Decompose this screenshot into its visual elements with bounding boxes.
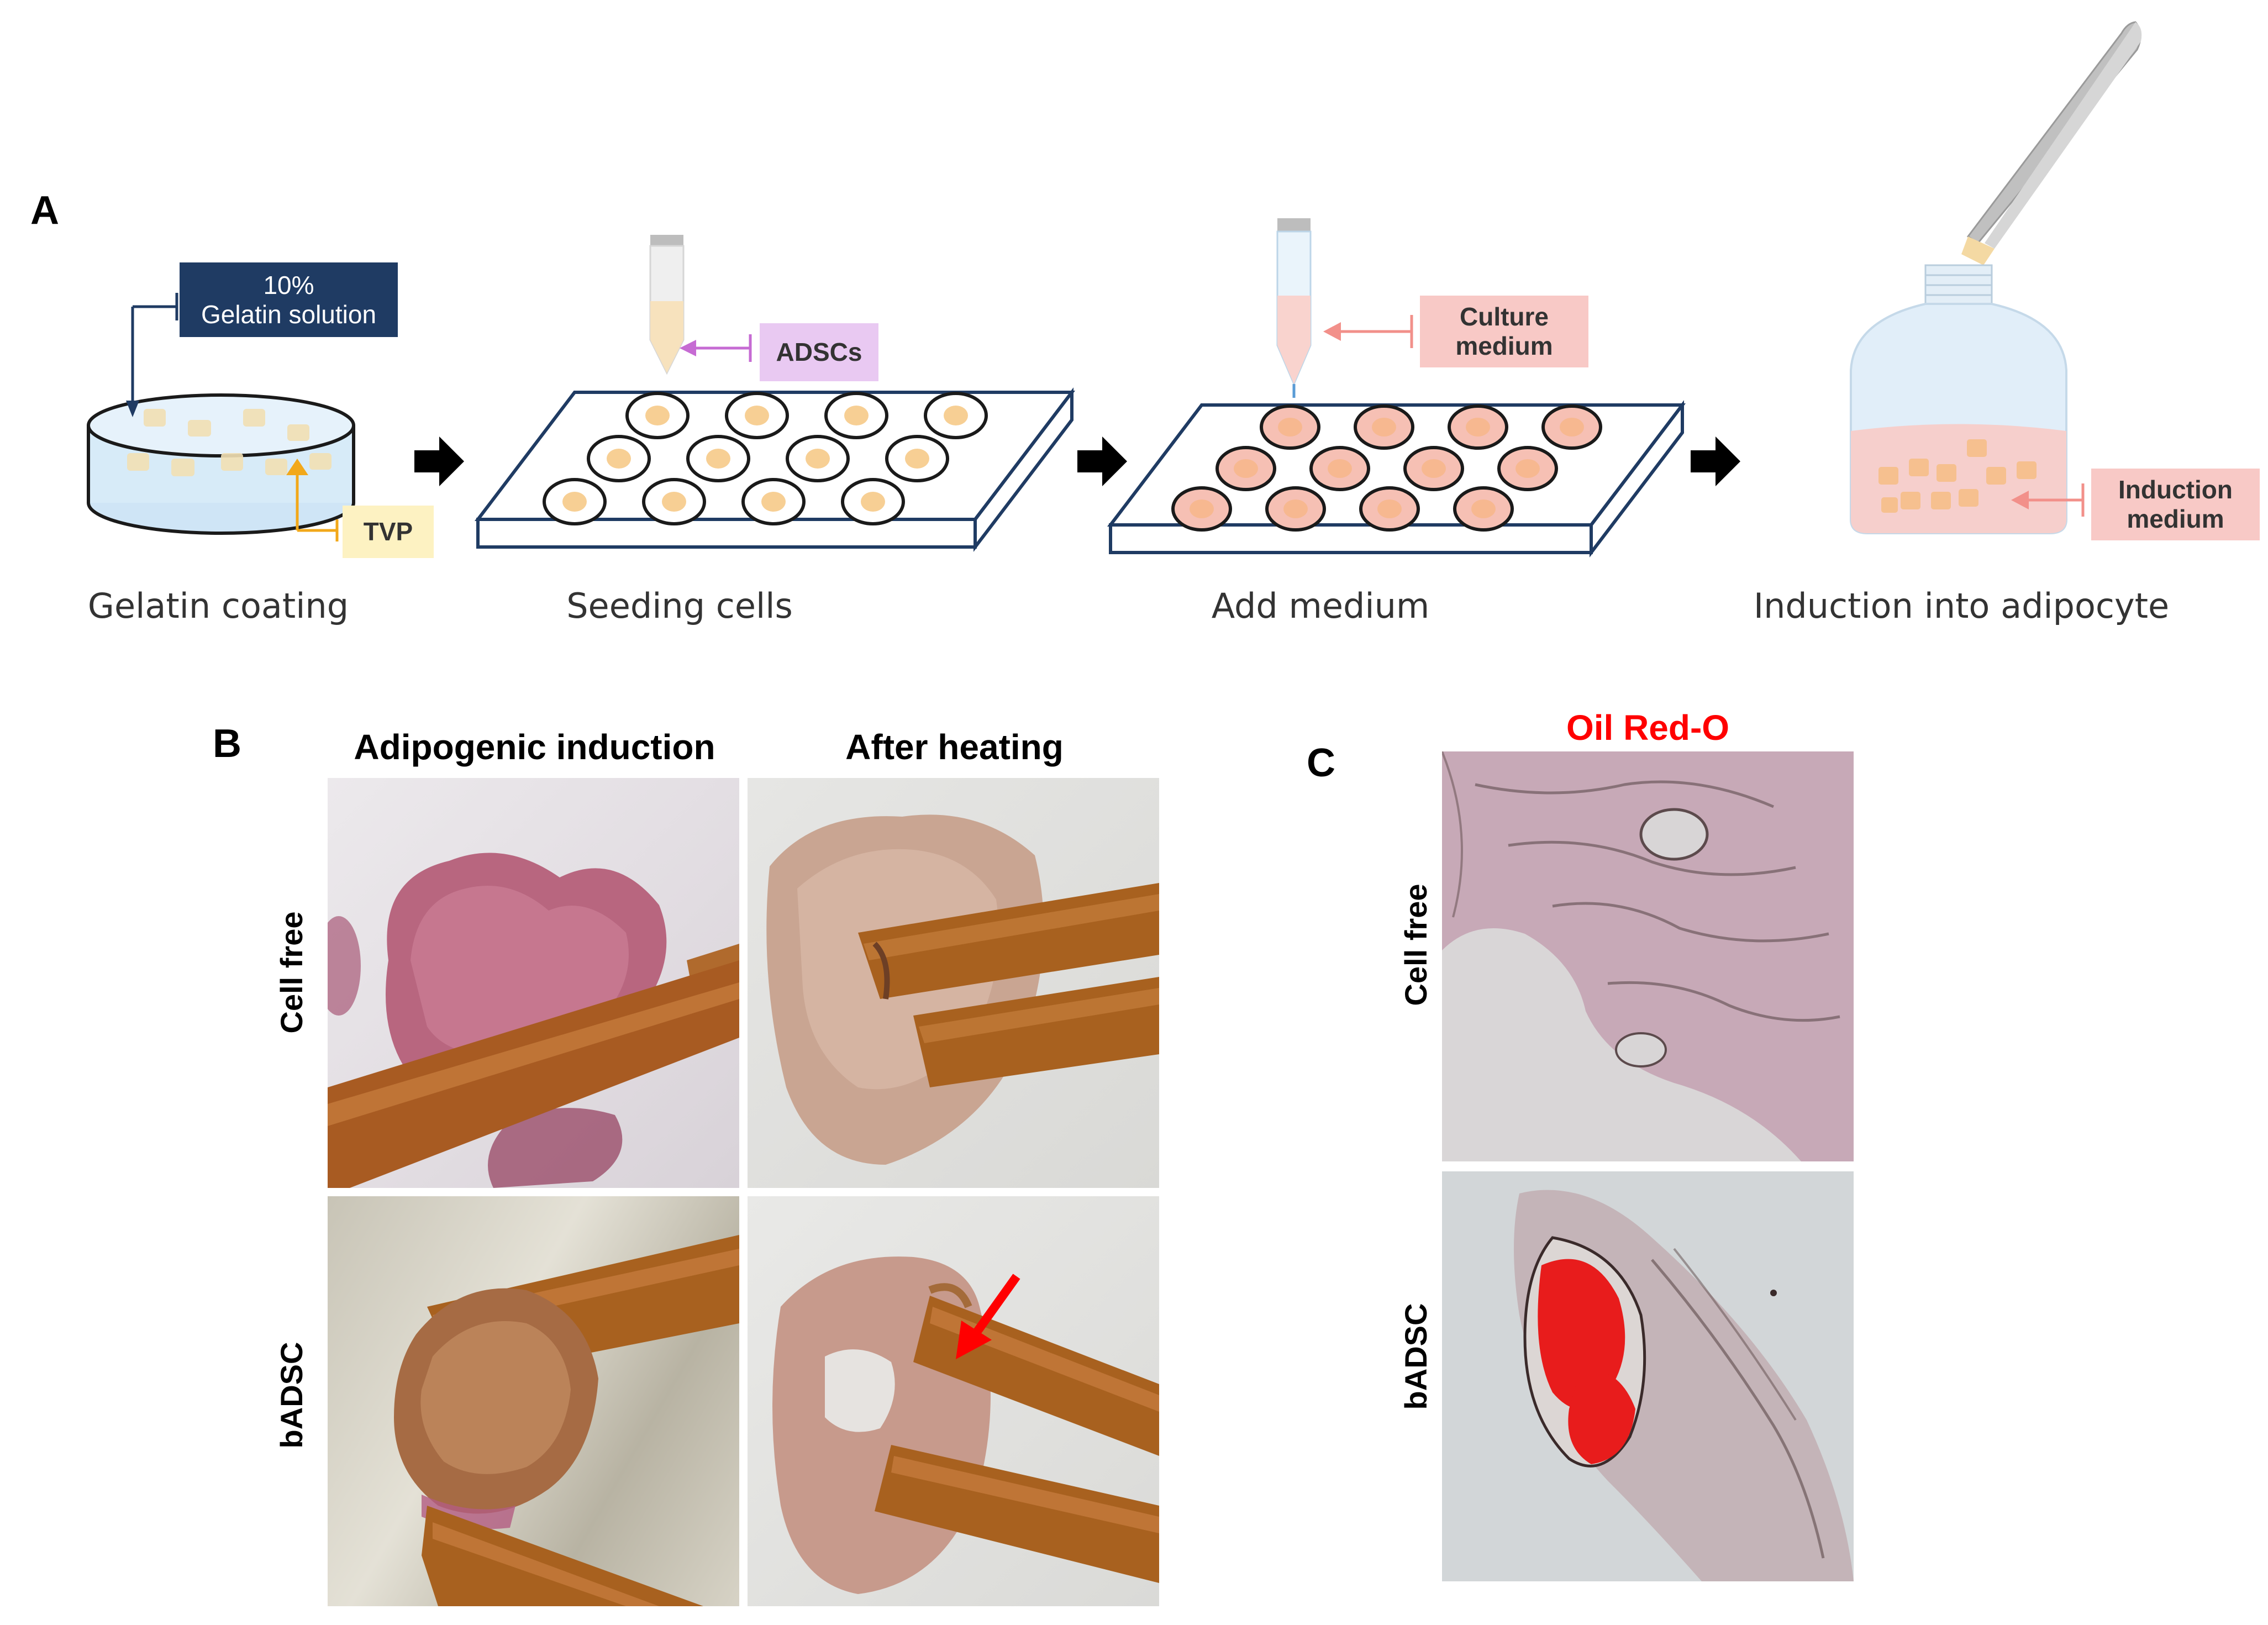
- pipette-tube-culture: [1276, 218, 1312, 398]
- adscs-callout: ADSCs: [760, 323, 878, 381]
- well-plate-seeding: [474, 387, 1076, 552]
- row-head-b-cell-free: Cell free: [274, 911, 309, 1034]
- step-arrow-1: [414, 437, 464, 486]
- induction-connector: [2011, 483, 2085, 517]
- col-head-adipogenic-induction: Adipogenic induction: [354, 727, 715, 767]
- gelatin-connector-line: [126, 293, 178, 417]
- culture-connector: [1323, 315, 1413, 348]
- gelatin-callout-line2: Gelatin solution: [201, 299, 377, 329]
- petri-dish-illustration: [87, 393, 355, 535]
- tvp-connector-line: [286, 459, 339, 541]
- microscopy-badsc: [1442, 1171, 1854, 1581]
- row-head-c-cell-free: Cell free: [1398, 884, 1433, 1006]
- culture-bottle-illustration: [1850, 264, 2067, 534]
- step-arrow-2: [1077, 437, 1127, 486]
- step-label-gelatin-coating: Gelatin coating: [87, 586, 349, 626]
- induction-callout-line2: medium: [2127, 504, 2224, 533]
- gelatin-solution-callout: 10% Gelatin solution: [180, 262, 398, 337]
- step-arrow-3: [1691, 437, 1740, 486]
- panel-letter-b: B: [213, 722, 241, 766]
- photo-badsc-heating: [748, 1196, 1159, 1606]
- culture-medium-callout: Culture medium: [1420, 296, 1588, 367]
- panel-letter-a: A: [30, 188, 59, 233]
- row-head-b-badsc: bADSC: [274, 1342, 309, 1449]
- step-label-seeding-cells: Seeding cells: [566, 586, 793, 626]
- pipette-tube-adscs: [649, 235, 685, 375]
- adscs-connector: [680, 334, 752, 362]
- col-head-after-heating: After heating: [845, 727, 1064, 767]
- gelatin-callout-line1: 10%: [263, 270, 314, 299]
- culture-callout-line2: medium: [1455, 332, 1553, 360]
- step-label-add-medium: Add medium: [1211, 586, 1430, 626]
- red-arrow-indicator: [956, 1274, 1020, 1359]
- photo-cell-free-heating: [748, 778, 1159, 1188]
- microscopy-cell-free: [1442, 751, 1854, 1161]
- oil-red-o-title: Oil Red-O: [1566, 708, 1730, 748]
- photo-cell-free-induction: [328, 778, 739, 1188]
- panel-letter-c: C: [1307, 741, 1335, 785]
- induction-callout-line1: Induction: [2118, 475, 2233, 504]
- well-plate-medium: [1107, 400, 1686, 558]
- step-label-induction: Induction into adipocyte: [1753, 586, 2170, 626]
- induction-medium-callout: Induction medium: [2091, 469, 2260, 540]
- tvp-callout: TVP: [343, 506, 434, 558]
- culture-callout-line1: Culture: [1460, 302, 1549, 332]
- tweezers-illustration: [1961, 21, 2142, 265]
- photo-badsc-induction: [328, 1196, 739, 1606]
- row-head-c-badsc: bADSC: [1398, 1303, 1433, 1410]
